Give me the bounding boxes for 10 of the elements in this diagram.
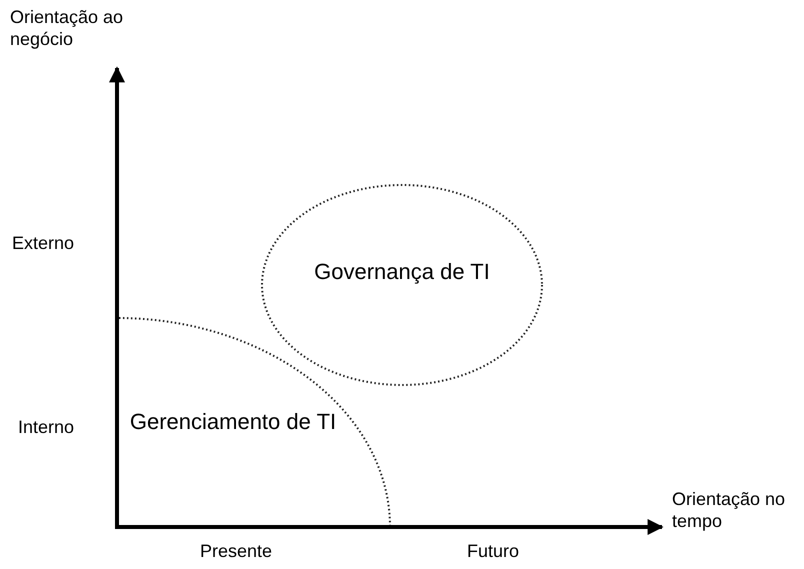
axis-label: Presente [200,540,272,562]
dotted-ellipse [261,184,543,386]
axis-label: Externo [12,232,74,254]
axis-label: Interno [18,416,74,438]
axis-label: Orientação ao negócio [10,6,124,50]
region-label: Governança de TI [313,258,491,286]
axis-label: Orientação no tempo [672,488,786,532]
region-label: Gerenciamento de TI [128,408,338,436]
axis-label: Futuro [467,540,520,562]
dotted-curve [118,317,391,526]
